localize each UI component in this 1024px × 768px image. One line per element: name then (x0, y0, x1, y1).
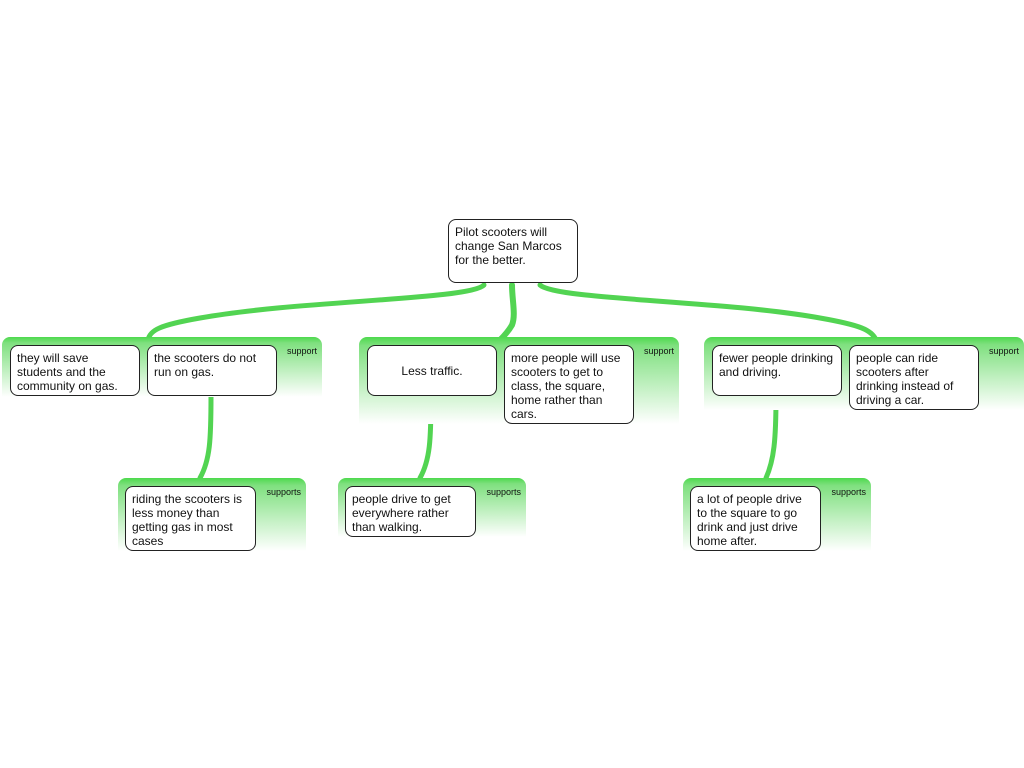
support-group-label: support (286, 346, 317, 356)
support-group-label: support (643, 346, 674, 356)
link-root-group3 (537, 282, 879, 343)
reason-node-save-gas[interactable]: they will save students and the communit… (10, 345, 140, 396)
link-root-group1 (145, 282, 487, 343)
link-scooters-gas-subgroup (197, 393, 214, 481)
supports-group-label: supports (266, 487, 301, 497)
root-claim-node[interactable]: Pilot scooters will change San Marcos fo… (448, 219, 578, 283)
evidence-node-drive-everywhere[interactable]: people drive to get everywhere rather th… (345, 486, 476, 537)
reason-node-fewer-drinking[interactable]: fewer people drinking and driving. (712, 345, 842, 396)
supports-group-label: supports (486, 487, 521, 497)
reason-node-less-traffic[interactable]: Less traffic. (367, 345, 497, 396)
support-group-label: support (988, 346, 1019, 356)
reason-node-more-scooters[interactable]: more people will use scooters to get to … (504, 345, 634, 424)
supports-group-label: supports (831, 487, 866, 497)
reason-node-no-gas[interactable]: the scooters do not run on gas. (147, 345, 277, 396)
evidence-node-less-money[interactable]: riding the scooters is less money than g… (125, 486, 256, 551)
reason-node-ride-after-drinking[interactable]: people can ride scooters after drinking … (849, 345, 979, 410)
evidence-node-drive-to-square[interactable]: a lot of people drive to the square to g… (690, 486, 821, 551)
link-root-group2 (497, 282, 517, 343)
